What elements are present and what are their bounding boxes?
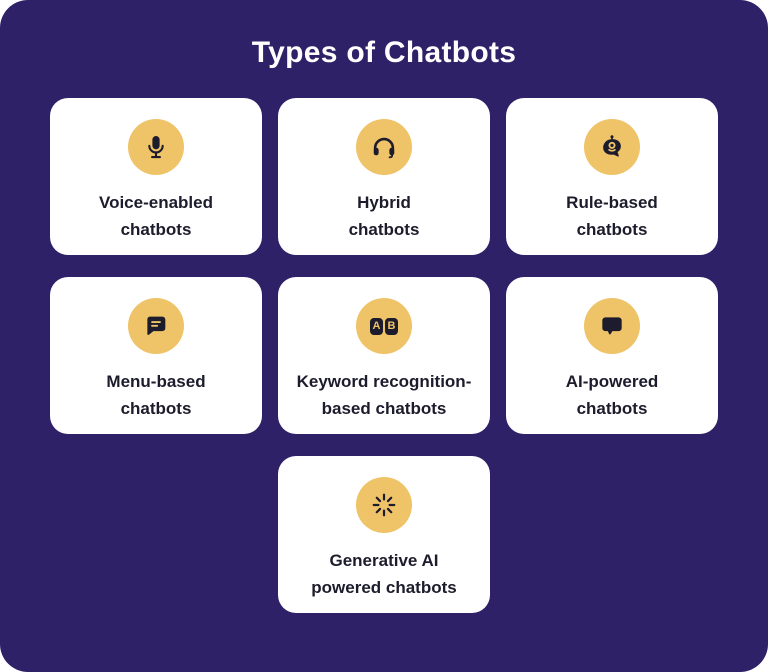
icon-circle [356,119,412,175]
card-label-line1: Menu-based [106,372,206,391]
card-keyword-recognition-chatbots: A B Keyword recognition- based chatbots [278,277,490,434]
letter-blocks-ab-icon: A B [370,317,398,335]
sparkle-burst-icon [372,493,396,517]
menu-speech-bubble-icon [147,316,166,335]
letter-block-a: A [370,317,383,335]
icon-circle [584,298,640,354]
card-label-line1: Voice-enabled [99,193,213,212]
card-generative-ai-chatbots: Generative AI powered chatbots [278,456,490,613]
card-label-line2: chatbots [120,399,192,418]
icon-circle [356,477,412,533]
card-label-line1: Rule-based [566,193,658,212]
headphones-icon [373,137,395,159]
letter-block-b: B [385,317,398,335]
card-label-line1: AI-powered [565,372,659,391]
cards-row-1: Voice-enabled chatbots Hybr [50,98,718,255]
card-label: Voice-enabled chatbots [99,189,213,243]
icon-circle [128,119,184,175]
page-title: Types of Chatbots [251,36,517,69]
icon-circle [584,119,640,175]
card-label-line2: chatbots [120,220,192,239]
card-label-line2: powered chatbots [311,578,457,597]
card-label: Hybrid chatbots [349,189,420,243]
card-label: Generative AI powered chatbots [311,547,456,601]
cards-grid: Voice-enabled chatbots Hybr [0,98,768,613]
card-label: Menu-based chatbots [106,368,205,422]
card-label: Keyword recognition- based chatbots [297,368,472,422]
card-label-line2: based chatbots [321,399,447,418]
card-label-line1: Generative AI [329,551,439,570]
card-label-line1: Hybrid [357,193,411,212]
card-ai-powered-chatbots: AI-powered chatbots [506,277,718,434]
card-label: Rule-based chatbots [566,189,658,243]
card-voice-enabled-chatbots: Voice-enabled chatbots [50,98,262,255]
card-label-line2: chatbots [348,220,420,239]
card-label: AI-powered chatbots [566,368,659,422]
card-label-line1: Keyword recognition- [296,372,472,391]
speech-bubble-icon [602,317,622,335]
card-label-line2: chatbots [576,220,648,239]
card-menu-based-chatbots: Menu-based chatbots [50,277,262,434]
icon-circle [128,298,184,354]
card-rule-based-chatbots: Rule-based chatbots [506,98,718,255]
microphone-icon [148,136,164,159]
icon-circle: A B [356,298,412,354]
card-hybrid-chatbots: Hybrid chatbots [278,98,490,255]
cards-row-3: Generative AI powered chatbots [50,456,718,613]
chatbot-head-icon [603,135,621,157]
cards-row-2: Menu-based chatbots A B Keyword recognit… [50,277,718,434]
card-label-line2: chatbots [576,399,648,418]
